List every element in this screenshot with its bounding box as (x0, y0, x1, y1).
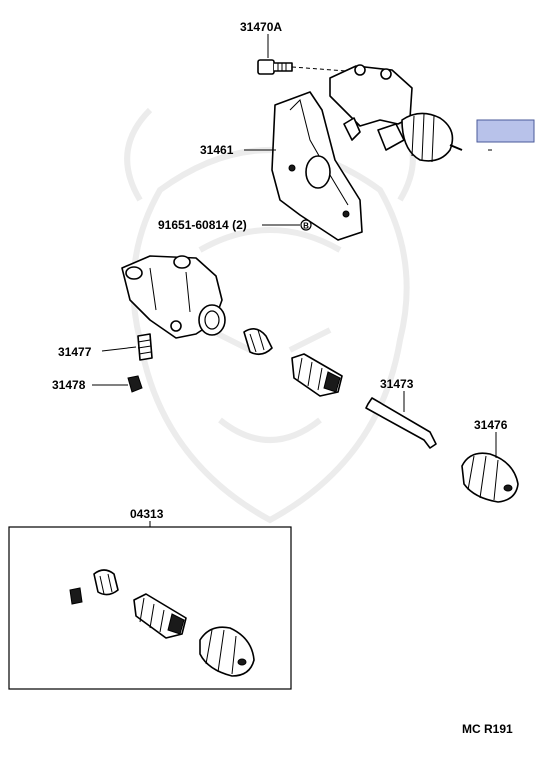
boot (461, 452, 519, 503)
label-bleeder-plug: 31477 (58, 345, 92, 359)
kit-bleeder-cap (69, 587, 83, 605)
kit-boot (199, 626, 255, 677)
kit-piston (133, 593, 187, 639)
label-push-rod: 31473 (380, 377, 414, 391)
master-cylinder-top (329, 64, 463, 163)
piston-cup (243, 328, 273, 356)
label-bleeder-cap: 31478 (52, 378, 86, 392)
cylinder-body (121, 255, 226, 339)
push-rod (365, 397, 437, 449)
bleeder-cap (127, 375, 143, 393)
label-nut: 91651-60814 (2) (158, 218, 247, 232)
label-bracket: 31461 (200, 143, 234, 157)
circled-b-icon: B (300, 219, 312, 231)
piston (291, 353, 343, 397)
label-boot: 31476 (474, 418, 508, 432)
bleeder-plug (137, 333, 153, 361)
label-bolt: 31470A (240, 20, 282, 34)
label-kit: 04313 (130, 507, 164, 521)
highlight-box (476, 119, 535, 143)
svg-text:B: B (303, 222, 309, 231)
bracket-31461 (271, 91, 363, 241)
footer-code: MC R191 (462, 722, 513, 736)
kit-piston-cup (93, 569, 119, 596)
